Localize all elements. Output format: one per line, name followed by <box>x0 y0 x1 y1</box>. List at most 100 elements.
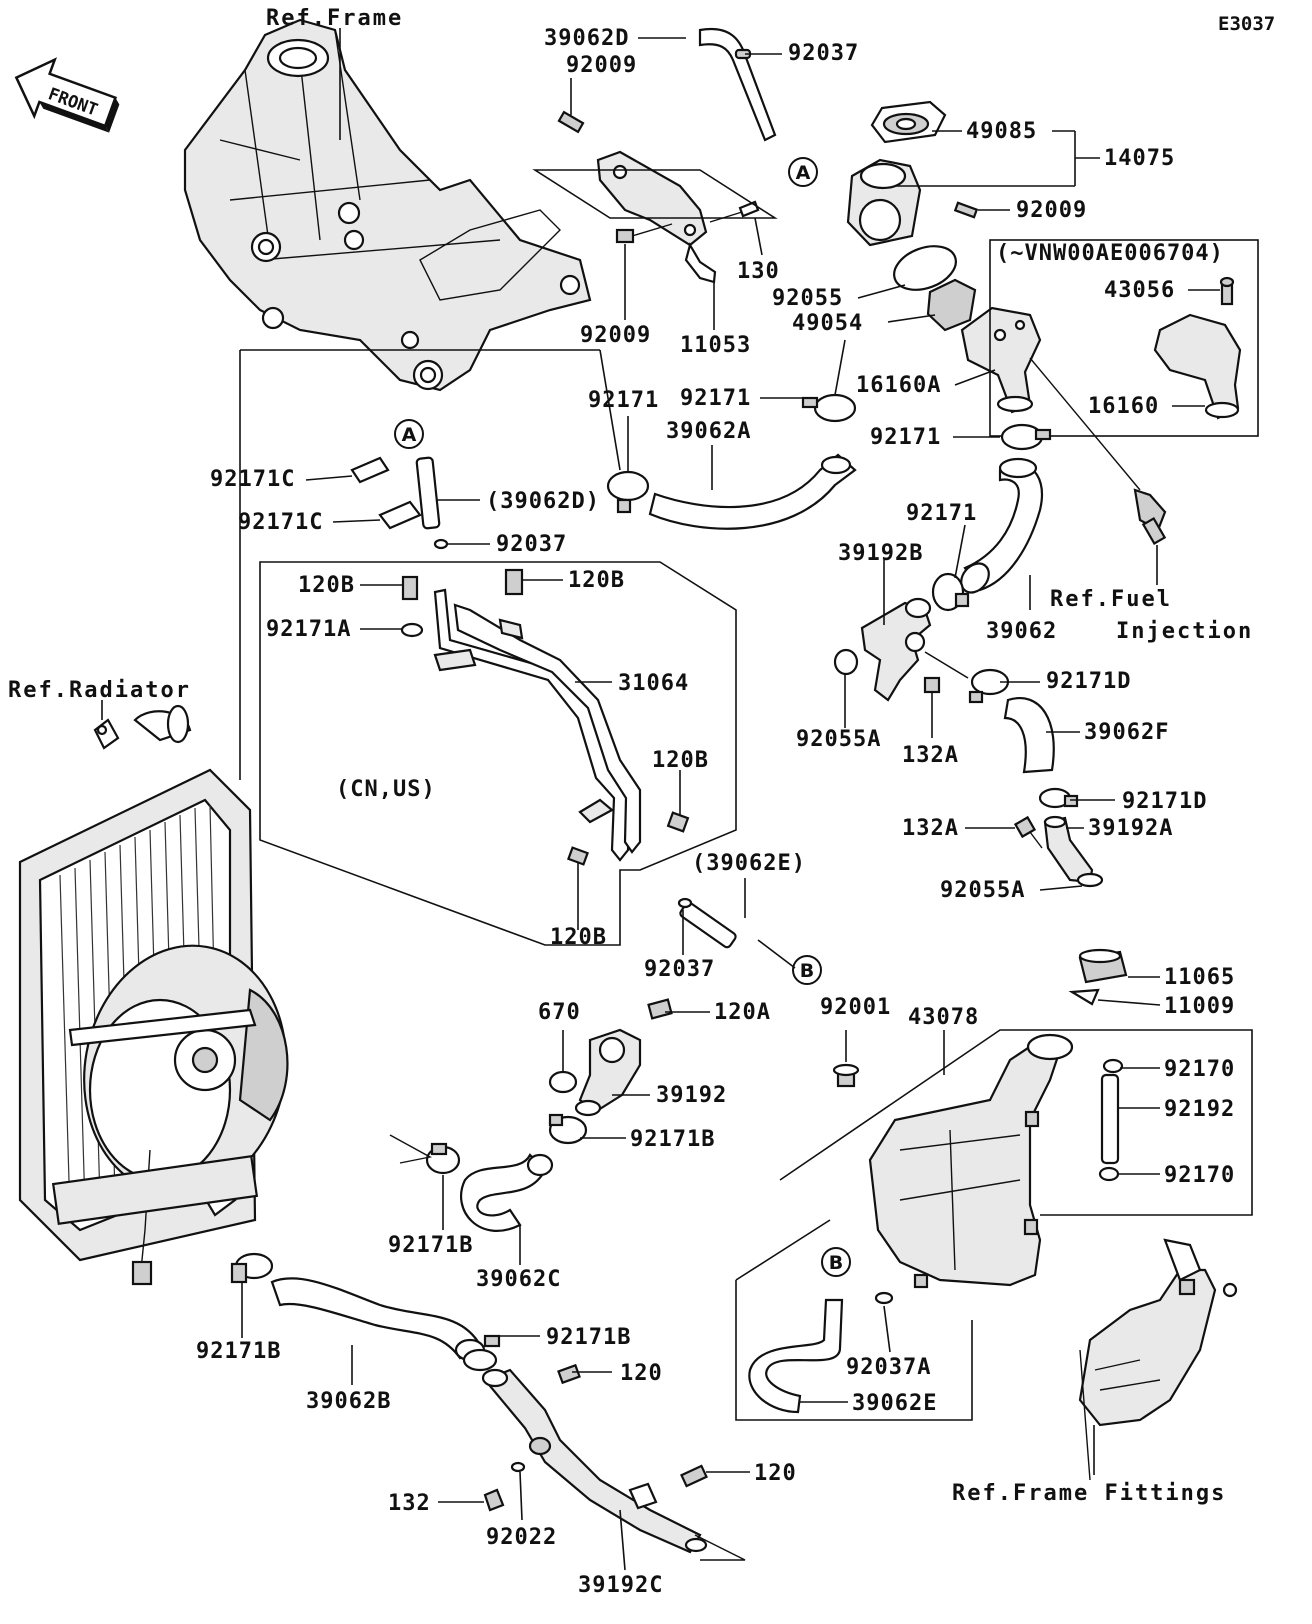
part-label-130: 130 <box>737 259 780 284</box>
part-label-92171b-2: 92171B <box>388 1233 473 1258</box>
ref-radiator-label: Ref.Radiator <box>8 678 191 703</box>
gasket-11009 <box>1068 988 1100 1006</box>
bracket-frame-fittings <box>1078 1238 1238 1481</box>
clamp-92037a <box>874 1291 894 1305</box>
clamp-92171-upper <box>801 393 857 423</box>
circle-marker-a-lower: A <box>394 419 424 449</box>
pipe-39192a <box>1043 815 1094 884</box>
part-label-11065: 11065 <box>1164 965 1235 990</box>
part-label-132a-1: 132A <box>902 743 959 768</box>
part-label-92055a-1: 92055A <box>796 727 881 752</box>
clamp-92171a <box>400 622 424 638</box>
clamp-92171-right <box>1000 423 1052 451</box>
part-label-92037a: 92037A <box>846 1355 931 1380</box>
hose-39062a <box>648 453 857 530</box>
vnw-group-box <box>989 239 1259 437</box>
part-label-92171b-1: 92171B <box>630 1127 715 1152</box>
hose-39062c <box>459 1153 554 1232</box>
cover-16160a <box>960 306 1042 414</box>
bolt-92009-top <box>557 110 585 134</box>
pin-92009-right <box>953 201 979 219</box>
part-label-92170-1: 92170 <box>1164 1057 1235 1082</box>
bolt-120b-3 <box>666 811 690 833</box>
bolt-132a-lower <box>1013 815 1043 849</box>
cover-16160 <box>1153 276 1242 420</box>
part-label-120a: 120A <box>714 1000 771 1025</box>
part-label-92171b-3: 92171B <box>196 1339 281 1364</box>
clamp-92171c-upper <box>350 456 390 484</box>
clamp-92171-lower <box>931 572 970 612</box>
bolt-120b-4 <box>567 846 589 866</box>
part-label-49085: 49085 <box>966 119 1037 144</box>
pipe-39192b <box>860 597 932 702</box>
hose-39062d <box>698 27 777 142</box>
svg-text:B: B <box>829 1252 843 1274</box>
part-label-92171-d: 92171 <box>906 501 977 526</box>
ref-fuel-label: Ref.Fuel <box>1050 587 1172 612</box>
part-label-16160: 16160 <box>1088 394 1159 419</box>
reservoir-group-line <box>779 1029 1253 1216</box>
clamp-92037-low <box>677 897 693 909</box>
part-label-92171-b: 92171 <box>680 386 751 411</box>
part-label-92009-mid: 92009 <box>580 323 651 348</box>
part-label-120b-2: 120B <box>568 568 625 593</box>
part-label-43078: 43078 <box>908 1005 979 1030</box>
part-label-120-2: 120 <box>754 1461 797 1486</box>
frame-illustration <box>183 18 592 392</box>
hose-39062d-lower <box>415 456 441 530</box>
part-label-39062a: 39062A <box>666 419 751 444</box>
filler-neck <box>846 158 922 247</box>
part-label-92192: 92192 <box>1164 1097 1235 1122</box>
part-label-16160a: 16160A <box>856 373 941 398</box>
part-label-92055: 92055 <box>772 286 843 311</box>
svg-text:A: A <box>796 162 811 184</box>
hose-39062e-box <box>735 1219 973 1421</box>
part-label-120-1: 120 <box>620 1361 663 1386</box>
part-label-92171d-1: 92171D <box>1046 669 1131 694</box>
part-label-132a-2: 132A <box>902 816 959 841</box>
part-label-92022: 92022 <box>486 1525 557 1550</box>
gasket-92022 <box>510 1436 552 1473</box>
part-label-39192c: 39192C <box>578 1573 663 1598</box>
hose-39062e-short <box>679 901 737 949</box>
bolt-130 <box>709 200 760 223</box>
part-label-39062e: 39062E <box>852 1391 937 1416</box>
circle-marker-b-lower: B <box>821 1247 851 1277</box>
part-label-49054: 49054 <box>792 311 863 336</box>
hose-39062f <box>1003 697 1055 774</box>
clamp-92171b-radiator <box>230 1252 274 1284</box>
part-label-120b-4: 120B <box>550 925 607 950</box>
bolt-120-2 <box>680 1464 708 1488</box>
clamp-92171-left <box>606 470 650 514</box>
bracket-11053 <box>596 150 717 284</box>
part-label-39062e-paren: (39062E) <box>692 851 806 876</box>
hose-39062e-lower <box>748 1298 844 1414</box>
part-label-92171d-2: 92171D <box>1122 789 1207 814</box>
clamp-92171b-lower <box>462 1334 501 1372</box>
part-label-92170-2: 92170 <box>1164 1163 1235 1188</box>
part-label-11053: 11053 <box>680 333 751 358</box>
ref-frame-label: Ref.Frame <box>266 6 403 31</box>
cn-us-group-box <box>259 561 737 946</box>
part-label-92171a: 92171A <box>266 617 351 642</box>
bolt-132a-upper <box>923 676 941 694</box>
part-label-92171-a: 92171 <box>588 388 659 413</box>
svg-text:A: A <box>402 424 417 446</box>
part-label-39062b: 39062B <box>306 1389 391 1414</box>
part-label-92171b-4: 92171B <box>546 1325 631 1350</box>
hose-39062b <box>270 1277 486 1362</box>
part-label-92001: 92001 <box>820 995 891 1020</box>
clamp-92171d-upper <box>968 668 1010 704</box>
bolt-92001 <box>832 1063 860 1088</box>
circle-marker-a-upper: A <box>788 157 818 187</box>
hose-39062 <box>960 457 1043 594</box>
part-label-39192: 39192 <box>656 1083 727 1108</box>
part-label-39192a: 39192A <box>1088 816 1173 841</box>
bolt-120b-1 <box>401 575 419 601</box>
leader-lines <box>239 37 1220 1571</box>
pipe-31064 <box>433 588 642 862</box>
part-label-92037-low: 92037 <box>644 957 715 982</box>
svg-text:B: B <box>800 960 814 982</box>
o-ring-92055a-upper <box>833 648 859 676</box>
